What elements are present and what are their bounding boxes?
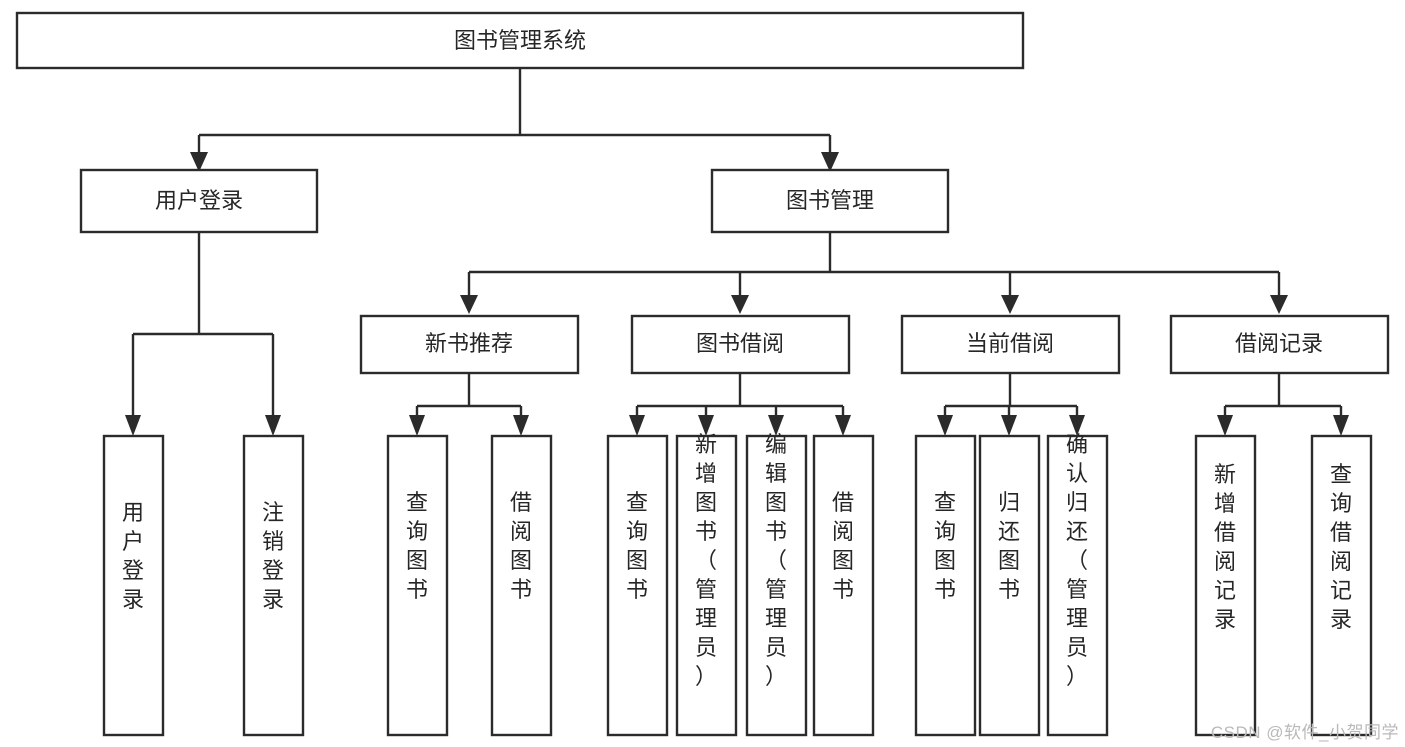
node-user-login-box[interactable]: [79, 168, 319, 234]
node-current-borrow-label: 当前借阅: [966, 331, 1054, 356]
node-book-borrow[interactable]: 图书借阅: [630, 314, 851, 375]
node-root[interactable]: 图书管理系统: [15, 11, 1025, 70]
leaf-book-borrow-edit-box[interactable]: [745, 434, 808, 737]
arrow-head-bb-leaf4: [835, 415, 851, 436]
arrow-head-cb-leaf1: [937, 415, 953, 436]
leaf-book-borrow-borrow-box[interactable]: [812, 434, 875, 737]
node-book-borrow-box[interactable]: [630, 314, 851, 375]
leaf-book-borrow-edit[interactable]: 编辑图书（管理员）: [745, 432, 808, 737]
leaf-current-borrow-confirm-label: 确认归还（管理员）: [1066, 432, 1088, 689]
arrow-head-cb-leaf3: [1069, 415, 1085, 436]
leaf-current-borrow-confirm[interactable]: 确认归还（管理员）: [1046, 432, 1109, 737]
leaf-book-borrow-borrow[interactable]: 借阅图书: [812, 434, 875, 737]
watermark-text: CSDN @软件_小贺同学: [1210, 723, 1399, 742]
node-borrow-record[interactable]: 借阅记录: [1169, 314, 1390, 375]
leaf-current-borrow-query-box[interactable]: [914, 434, 977, 737]
leaf-borrow-record-query-box[interactable]: [1310, 434, 1373, 737]
node-user-login-label: 用户登录: [155, 188, 243, 213]
leaf-book-borrow-edit-label: 编辑图书（管理员）: [765, 432, 787, 689]
node-book-management[interactable]: 图书管理: [710, 168, 950, 234]
node-root-box[interactable]: [15, 11, 1025, 70]
leaf-current-borrow-query-label: 查询图书: [934, 490, 956, 602]
arrow-head-book-mgmt: [821, 152, 839, 172]
arrow-head-borrow-record: [1270, 295, 1288, 314]
leaf-current-borrow-query[interactable]: 查询图书: [914, 434, 977, 737]
leaf-user-login-logout-label: 注销登录: [262, 500, 284, 612]
leaf-borrow-record-add[interactable]: 新增借阅记录: [1194, 434, 1257, 737]
arrow-head-bb-leaf1: [629, 415, 645, 436]
leaf-current-borrow-return-box[interactable]: [978, 434, 1041, 737]
leaf-book-borrow-add-box[interactable]: [675, 434, 738, 737]
node-book-management-box[interactable]: [710, 168, 950, 234]
arrow-head-leaf-user-login: [125, 415, 141, 436]
leaf-new-book-query-box[interactable]: [386, 434, 449, 737]
leaf-borrow-record-query-label: 查询借阅记录: [1330, 462, 1352, 632]
leaf-new-book-borrow-label: 借阅图书: [510, 490, 532, 602]
leaf-current-borrow-return-label: 归还图书: [998, 490, 1020, 602]
leaf-book-borrow-add[interactable]: 新增图书（管理员）: [675, 432, 738, 737]
leaf-new-book-borrow-box[interactable]: [490, 434, 553, 737]
arrow-head-br-leaf2: [1333, 415, 1349, 436]
leaf-borrow-record-query[interactable]: 查询借阅记录: [1310, 434, 1373, 737]
arrow-head-user-login: [190, 152, 208, 172]
node-current-borrow[interactable]: 当前借阅: [900, 314, 1121, 375]
node-new-book-recommend-box[interactable]: [359, 314, 580, 375]
leaf-book-borrow-query[interactable]: 查询图书: [606, 434, 669, 737]
edge-layer: [125, 68, 1349, 436]
leaf-user-login-logout-box[interactable]: [242, 434, 305, 737]
node-new-book-recommend-label: 新书推荐: [425, 331, 513, 356]
leaf-new-book-query-label: 查询图书: [406, 490, 428, 602]
node-borrow-record-label: 借阅记录: [1235, 331, 1323, 356]
leaf-current-borrow-return[interactable]: 归还图书: [978, 434, 1041, 737]
arrow-head-current-borrow: [1001, 295, 1019, 314]
leaf-user-login-login[interactable]: 用户登录: [102, 434, 165, 737]
arrow-head-book-borrow: [731, 295, 749, 314]
leaf-book-borrow-borrow-label: 借阅图书: [832, 490, 854, 602]
leaf-user-login-logout[interactable]: 注销登录: [242, 434, 305, 737]
node-current-borrow-box[interactable]: [900, 314, 1121, 375]
node-borrow-record-box[interactable]: [1169, 314, 1390, 375]
leaf-new-book-query[interactable]: 查询图书: [386, 434, 449, 737]
arrow-head-new-book: [460, 295, 478, 314]
arrow-head-br-leaf1: [1217, 415, 1233, 436]
leaf-new-book-borrow[interactable]: 借阅图书: [490, 434, 553, 737]
arrow-head-nb-leaf2: [513, 415, 529, 436]
leaf-current-borrow-confirm-box[interactable]: [1046, 434, 1109, 737]
leaf-borrow-record-add-box[interactable]: [1194, 434, 1257, 737]
leaf-book-borrow-query-label: 查询图书: [626, 490, 648, 602]
node-book-management-label: 图书管理: [786, 188, 874, 213]
arrow-head-cb-leaf2: [1001, 415, 1017, 436]
arrow-head-nb-leaf1: [409, 415, 425, 436]
leaf-user-login-login-box[interactable]: [102, 434, 165, 737]
node-user-login[interactable]: 用户登录: [79, 168, 319, 234]
node-book-borrow-label: 图书借阅: [696, 331, 784, 356]
leaf-book-borrow-query-box[interactable]: [606, 434, 669, 737]
leaf-book-borrow-add-label: 新增图书（管理员）: [695, 432, 717, 689]
leaf-borrow-record-add-label: 新增借阅记录: [1214, 462, 1236, 632]
arrow-head-bb-leaf3: [768, 415, 784, 436]
node-root-label: 图书管理系统: [454, 28, 586, 53]
arrow-head-bb-leaf2: [698, 415, 714, 436]
node-new-book-recommend[interactable]: 新书推荐: [359, 314, 580, 375]
leaf-user-login-login-label: 用户登录: [122, 500, 144, 612]
arrow-head-leaf-logout: [265, 415, 281, 436]
